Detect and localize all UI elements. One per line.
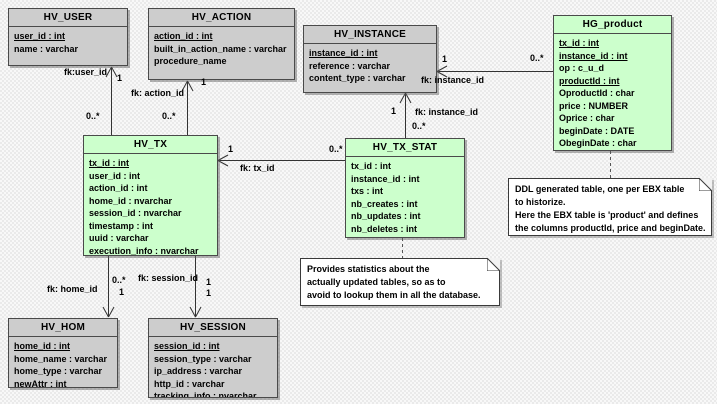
note-text: to historize. — [515, 197, 566, 207]
attr: tracking_info : nvarchar — [154, 391, 257, 398]
attr-list: tx_id : int instance_id : int op : c_u_d… — [554, 34, 671, 150]
note-fold-corner-icon — [699, 178, 712, 191]
label-mult-user-many: 0..* — [86, 111, 100, 121]
attr: session_id : nvarchar — [89, 208, 182, 218]
label-mult-inst-stat-many: 0..* — [412, 121, 426, 131]
entity-title: HV_USER — [9, 9, 127, 27]
label-mult-action-1: 1 — [201, 77, 207, 87]
entity-hv-user[interactable]: HV_USER user_id : int name : varchar — [8, 8, 128, 66]
attr-pk: home_id : int — [14, 341, 70, 351]
attr: content_type : varchar — [309, 73, 406, 83]
attr: procedure_name — [154, 56, 227, 66]
label-fk-session-id: fk: session_id — [138, 273, 199, 283]
attr: Oprice : char — [559, 113, 615, 123]
note-text: actually updated tables, so as to — [307, 277, 446, 287]
attr-list: instance_id : int reference : varchar co… — [304, 44, 436, 85]
entity-hv-tx[interactable]: HV_TX tx_id : int user_id : int action_i… — [83, 135, 218, 256]
attr-pk: tx_id : int — [89, 158, 129, 168]
label-fk-action-id: fk: action_id — [131, 88, 185, 98]
label-mult-inst-stat-1: 1 — [391, 106, 397, 116]
attr: tx_id : int — [351, 161, 391, 171]
entity-title: HV_TX — [84, 136, 217, 154]
attr: action_id : int — [89, 183, 148, 193]
label-mult-session-1b: 1 — [206, 288, 212, 298]
attr: name : varchar — [14, 43, 79, 54]
entity-title: HG_product — [554, 16, 671, 34]
attr-pk: instance_id : int — [309, 48, 378, 58]
attr: user_id : int — [89, 170, 141, 181]
attr-list: tx_id : int instance_id : int txs : int … — [346, 157, 464, 235]
note-text: DDL generated table, one per EBX table — [515, 184, 685, 194]
attr: home_type : varchar — [14, 366, 103, 376]
attr-pk: tx_id : int — [559, 38, 599, 48]
note-text: the columns productId, price and beginDa… — [515, 223, 706, 233]
attr: nb_updates : int — [351, 211, 421, 221]
attr: built_in_action_name : varchar — [154, 43, 287, 54]
label-fk-tx-id: fk: tx_id — [240, 163, 275, 173]
entity-title: HV_ACTION — [149, 9, 294, 27]
attr: uuid : varchar — [89, 233, 149, 243]
attr-pk: action_id : int — [154, 31, 213, 41]
label-mult-home-many: 0..* — [112, 275, 126, 285]
attr: ip_address : varchar — [154, 366, 243, 376]
note-ddl-generated[interactable]: DDL generated table, one per EBX table t… — [508, 178, 712, 236]
label-mult-tx-1: 1 — [228, 144, 234, 154]
attr: txs : int — [351, 186, 384, 196]
attr-pk: user_id : int — [14, 31, 66, 41]
label-mult-inst-prod-1: 1 — [442, 54, 448, 64]
attr-list: tx_id : int user_id : int action_id : in… — [84, 154, 217, 256]
attr: beginDate : DATE — [559, 125, 635, 136]
label-mult-session-1a: 1 — [206, 277, 212, 287]
label-mult-action-many: 0..* — [162, 111, 176, 121]
label-mult-user-1: 1 — [117, 73, 123, 83]
attr: session_type : varchar — [154, 353, 252, 364]
attr-list: session_id : int session_type : varchar … — [149, 337, 277, 398]
attr: execution_info : nvarchar — [89, 245, 199, 256]
note-text: Provides statistics about the — [307, 264, 430, 274]
attr: instance_id : int — [351, 173, 420, 184]
label-fk-home-id: fk: home_id — [47, 284, 98, 294]
attr: reference : varchar — [309, 60, 391, 71]
label-mult-inst-prod-many: 0..* — [530, 53, 544, 63]
attr: nb_deletes : int — [351, 223, 418, 234]
entity-title: HV_HOM — [9, 319, 117, 337]
entity-hv-hom[interactable]: HV_HOM home_id : int home_name : varchar… — [8, 318, 118, 388]
entity-hv-action[interactable]: HV_ACTION action_id : int built_in_actio… — [148, 8, 295, 80]
note-statistics[interactable]: Provides statistics about the actually u… — [300, 258, 500, 306]
attr: http_id : varchar — [154, 378, 225, 389]
attr: home_id : nvarchar — [89, 195, 173, 206]
attr-pk: session_id : int — [154, 341, 220, 351]
attr: home_name : varchar — [14, 353, 108, 364]
label-fk-instance-id-stat: fk: instance_id — [415, 107, 479, 117]
attr-pk: productId : int — [559, 75, 620, 86]
attr: op : c_u_d — [559, 63, 605, 73]
attr-list: user_id : int name : varchar — [9, 27, 127, 55]
entity-title: HV_INSTANCE — [304, 26, 436, 44]
entity-hv-session[interactable]: HV_SESSION session_id : int session_type… — [148, 318, 278, 398]
note-fold-corner-icon — [487, 258, 500, 271]
label-fk-user-id: fk:user_id — [64, 67, 108, 77]
note-text: avoid to lookup them in all the database… — [307, 290, 481, 300]
entity-hv-instance[interactable]: HV_INSTANCE instance_id : int reference … — [303, 25, 437, 93]
attr-list: action_id : int built_in_action_name : v… — [149, 27, 294, 68]
attr-pk: instance_id : int — [559, 50, 628, 61]
label-mult-tx-many: 0..* — [329, 144, 343, 154]
attr: ObeginDate : char — [559, 138, 637, 148]
attr: newAttr : int — [14, 378, 67, 388]
label-fk-instance-id-prod: fk: instance_id — [421, 75, 485, 85]
entity-hg-product[interactable]: HG_product tx_id : int instance_id : int… — [553, 15, 672, 151]
attr: timestamp : int — [89, 220, 154, 231]
label-mult-home-1: 1 — [119, 287, 125, 297]
attr: nb_creates : int — [351, 198, 418, 209]
attr: OproductId : char — [559, 88, 635, 98]
entity-hv-tx-stat[interactable]: HV_TX_STAT tx_id : int instance_id : int… — [345, 138, 465, 238]
attr-list: home_id : int home_name : varchar home_t… — [9, 337, 117, 388]
note-text: Here the EBX table is 'product' and defi… — [515, 210, 699, 220]
entity-title: HV_TX_STAT — [346, 139, 464, 157]
entity-title: HV_SESSION — [149, 319, 277, 337]
attr: price : NUMBER — [559, 100, 629, 111]
